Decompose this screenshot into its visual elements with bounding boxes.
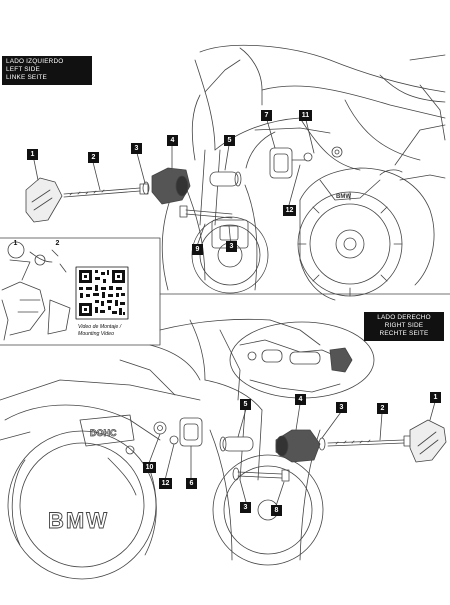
callout-part-3: 3 — [131, 143, 142, 154]
caption-line: Mounting Video — [78, 331, 114, 337]
label-line: LINKE SEITE — [6, 74, 47, 82]
callout-part-2: 2 — [377, 403, 388, 414]
callout-part-4: 4 — [167, 135, 178, 146]
cover-logo: BMW — [48, 508, 109, 533]
callout-part-2: 2 — [88, 152, 99, 163]
label-line: RECHTE SEITE — [379, 330, 429, 338]
bottom-parts — [148, 347, 447, 507]
video-step-2: 2 — [55, 240, 60, 247]
caption-line: Video de Montaje / — [78, 324, 122, 330]
video-step-1: 1 — [13, 240, 18, 247]
callout-part-3-lower: 3 — [240, 502, 251, 513]
callout-part-3-lower: 3 — [226, 241, 237, 252]
callout-part-5: 5 — [224, 135, 235, 146]
callout-part-8: 8 — [271, 505, 282, 516]
left-side-label: LADO IZQUIERDO LEFT SIDE LINKE SEITE — [2, 56, 92, 85]
callout-part-11: 11 — [299, 110, 312, 121]
callout-part-9: 9 — [192, 244, 203, 255]
label-line: LADO DERECHO — [377, 314, 431, 321]
callout-part-1: 1 — [27, 149, 38, 160]
callout-part-10: 10 — [143, 462, 156, 473]
right-side-label: LADO DERECHO RIGHT SIDE RECHTE SEITE — [364, 312, 444, 341]
callout-part-5: 5 — [240, 399, 251, 410]
dohc-mark: DOHC — [90, 428, 117, 438]
callout-part-3: 3 — [336, 402, 347, 413]
callout-part-7: 7 — [261, 110, 272, 121]
label-line: RIGHT SIDE — [384, 322, 424, 330]
top-parts — [25, 119, 315, 247]
callout-part-1: 1 — [430, 392, 441, 403]
label-line: LADO IZQUIERDO — [6, 58, 64, 65]
qr-code — [75, 266, 129, 320]
top-motorcycle-outline — [161, 44, 446, 301]
callout-part-12: 12 — [283, 205, 296, 216]
callout-part-12: 12 — [159, 478, 172, 489]
label-line: LEFT SIDE — [6, 66, 40, 74]
top-engine-badge: BMW — [336, 194, 351, 200]
video-inset — [0, 237, 161, 346]
callout-part-6: 6 — [186, 478, 197, 489]
callout-part-4: 4 — [295, 394, 306, 405]
video-caption: Video de Montaje / Mounting Video — [78, 324, 158, 338]
